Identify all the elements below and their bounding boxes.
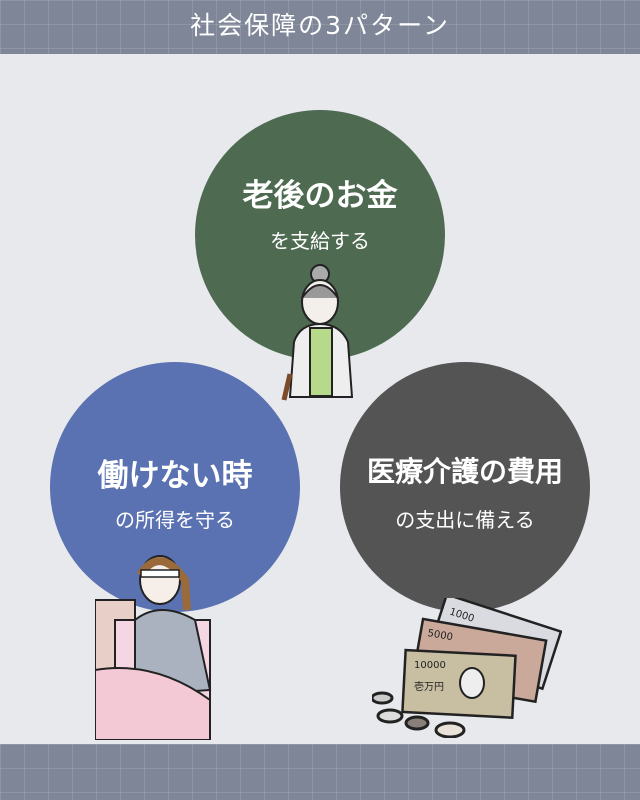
footer-band — [0, 744, 640, 800]
bill-kanji-label: 壱万円 — [414, 680, 444, 693]
bill-10000-label: 10000 — [414, 660, 446, 671]
pattern-subtitle: の所得を守る — [115, 508, 235, 532]
bill-5000-label: 5000 — [427, 628, 454, 643]
pattern-title: 医療介護の費用 — [366, 455, 563, 488]
pattern-medical: 医療介護の費用 の支出に備える — [340, 362, 590, 612]
elderly-woman-icon — [281, 264, 354, 401]
pattern-subtitle: の支出に備える — [395, 508, 535, 532]
pattern-subtitle: を支給する — [270, 229, 370, 253]
header-band: 社会保障の3パターン — [0, 0, 640, 54]
pattern-income: 働けない時 の所得を守る — [50, 362, 300, 612]
pattern-title: 老後のお金 — [242, 178, 398, 214]
pattern-title: 働けない時 — [97, 458, 253, 494]
sick-woman-icon — [95, 555, 212, 740]
yen-bills-icon: 1000 5000 10000 壱万円 — [372, 598, 562, 738]
page-title: 社会保障の3パターン — [190, 11, 450, 40]
